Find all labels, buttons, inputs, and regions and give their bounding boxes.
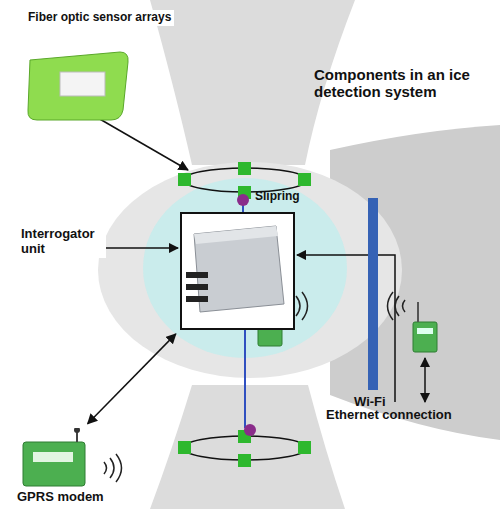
radio-waves	[104, 454, 122, 482]
cable-gland	[186, 284, 208, 290]
leader-arrow	[102, 247, 178, 249]
antenna-tip	[74, 428, 80, 433]
bar-node: Wi-Fi	[368, 198, 378, 390]
leader-arrow	[98, 118, 188, 170]
sensor-window	[60, 72, 105, 96]
cable-gland	[186, 296, 208, 302]
modem-node: GPRS modem	[15, 428, 93, 488]
wifi-bar	[368, 198, 378, 390]
rotor-blade	[150, 385, 345, 509]
unit-frame	[181, 213, 294, 329]
part-label: Slipring	[255, 190, 300, 204]
node-label: Fiber optic sensor arrays	[25, 10, 174, 26]
link-arrow	[88, 334, 176, 424]
hub	[98, 162, 402, 378]
diagram-title: Components in an ice detection system	[314, 66, 486, 101]
interrogator-shape	[180, 212, 295, 330]
ethernet-line	[297, 255, 395, 402]
modem-shape	[15, 428, 93, 488]
sensor-node: Fiber optic sensor arrays	[25, 50, 130, 122]
sensor-shape	[25, 50, 130, 122]
cable-gland	[186, 272, 208, 278]
wifi-module	[388, 292, 438, 352]
interrogator-node: Interrogator unit	[180, 212, 295, 330]
fiber-wire	[244, 330, 246, 428]
node-label: Interrogator unit	[18, 226, 106, 258]
unit-lid	[194, 226, 278, 244]
bar-shape	[368, 198, 378, 390]
sensor-marks	[178, 430, 311, 467]
modem-plate	[33, 452, 73, 462]
node-label: GPRS modem	[17, 490, 104, 505]
slipring-dot	[244, 424, 256, 436]
modem-body	[23, 442, 85, 486]
ethernet-line	[424, 358, 426, 402]
sensor-body	[28, 52, 128, 120]
slipring-dot	[237, 194, 249, 206]
part-label: Ethernet connection	[326, 408, 452, 423]
